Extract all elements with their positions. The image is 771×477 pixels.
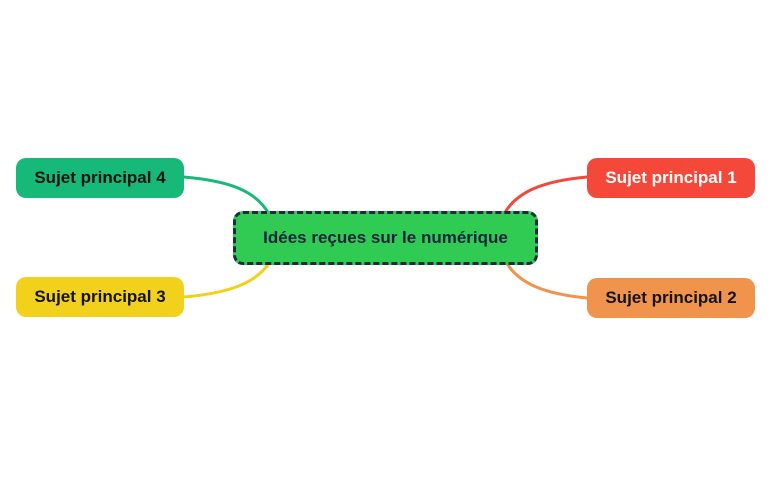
branch-node-sujet-principal-4[interactable]: Sujet principal 4 bbox=[16, 158, 184, 198]
central-node[interactable]: Idées reçues sur le numérique bbox=[233, 211, 538, 265]
branch-node-label: Sujet principal 2 bbox=[605, 288, 737, 307]
branch-node-label: Sujet principal 1 bbox=[605, 168, 737, 187]
branch-node-sujet-principal-3[interactable]: Sujet principal 3 bbox=[16, 277, 184, 317]
branch-node-label: Sujet principal 4 bbox=[34, 168, 166, 187]
branch-node-label: Sujet principal 3 bbox=[34, 287, 166, 306]
connector-sujet-principal-3 bbox=[182, 260, 272, 299]
connector-sujet-principal-1 bbox=[502, 175, 589, 216]
central-node-label: Idées reçues sur le numérique bbox=[263, 228, 508, 247]
connector-sujet-principal-2 bbox=[504, 260, 589, 300]
branch-node-sujet-principal-2[interactable]: Sujet principal 2 bbox=[587, 278, 755, 318]
branch-node-sujet-principal-1[interactable]: Sujet principal 1 bbox=[587, 158, 755, 198]
connector-sujet-principal-4 bbox=[182, 175, 271, 216]
